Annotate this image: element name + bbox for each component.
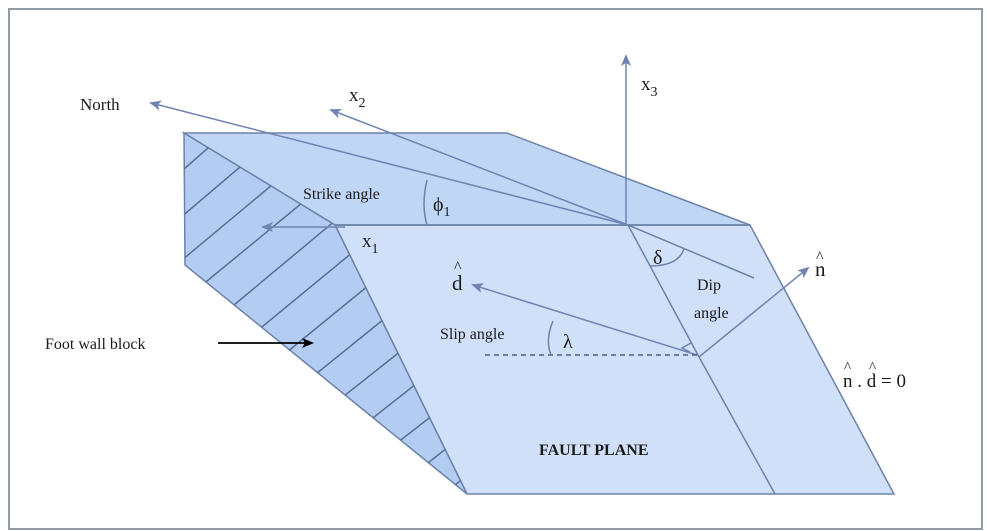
slip-angle-label: Slip angle xyxy=(440,326,504,343)
right-angle-mark xyxy=(680,342,692,353)
dip-reference-line xyxy=(627,224,755,279)
delta-label: δ xyxy=(653,247,662,269)
normal-dot-slip-equation: n . d = 0 xyxy=(843,371,906,392)
strike-angle-arc xyxy=(423,179,428,226)
d-hat-label: d xyxy=(452,271,463,295)
lambda-label: λ xyxy=(563,331,573,353)
x3-label: x3 xyxy=(641,74,658,100)
dip-angle-label: angle xyxy=(694,305,729,322)
foot-wall-label: Foot wall block xyxy=(45,336,145,353)
dip-angle-arc xyxy=(649,248,685,267)
x2-axis xyxy=(329,108,629,226)
equation-d-caret: ^ xyxy=(869,360,876,376)
north-line xyxy=(149,100,629,226)
d-hat-caret: ^ xyxy=(454,259,462,276)
fault-plane-label: FAULT PLANE xyxy=(539,442,649,459)
foot-wall-side-face xyxy=(183,131,468,495)
equation-n-caret: ^ xyxy=(844,360,851,376)
x2-label: x2 xyxy=(349,85,366,111)
strike-angle-label: Strike angle xyxy=(303,186,380,203)
lower-fault-line xyxy=(698,356,776,495)
phi1-label: ϕ1 xyxy=(433,194,451,220)
n-hat-label: n xyxy=(815,257,826,281)
slip-vector xyxy=(471,283,698,356)
dip-label: Dip xyxy=(697,277,721,294)
x1-label: x1 xyxy=(362,231,379,257)
north-label: North xyxy=(80,95,120,114)
normal-vector xyxy=(698,266,810,358)
slip-angle-arc xyxy=(547,320,554,356)
n-hat-caret: ^ xyxy=(816,249,824,266)
dip-line xyxy=(627,224,700,358)
